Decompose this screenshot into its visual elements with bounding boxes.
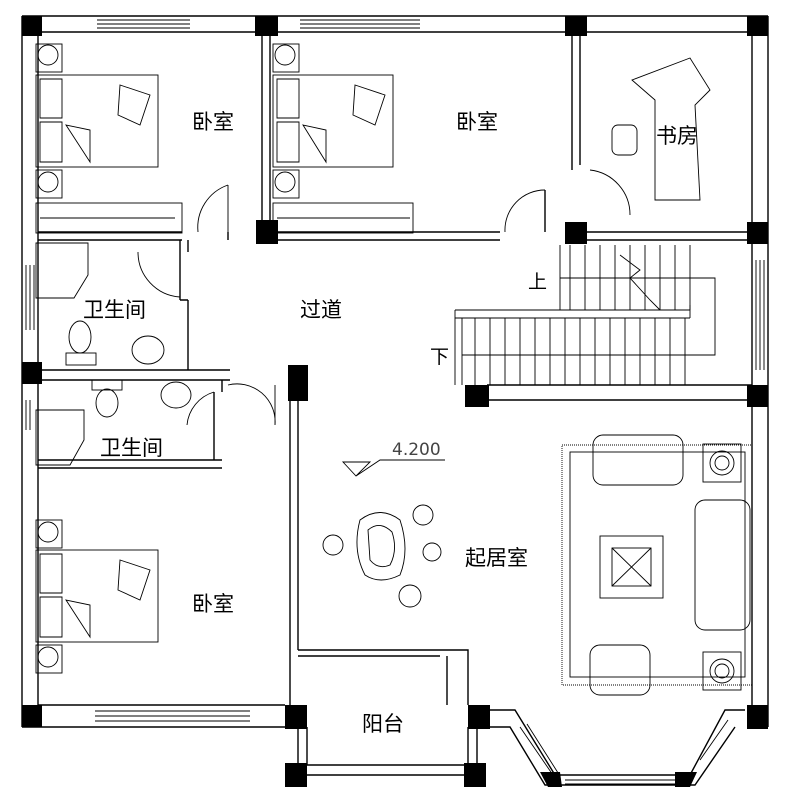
bathroom-fixtures <box>35 242 192 466</box>
staircase[interactable] <box>454 245 716 385</box>
room-label-bedroom-3: 卧室 <box>192 592 234 616</box>
room-label-balcony: 阳台 <box>362 712 404 736</box>
room-label-bathroom-2: 卫生间 <box>100 436 163 460</box>
room-label-bedroom-1: 卧室 <box>192 110 234 134</box>
room-label-bedroom-2: 卧室 <box>456 110 498 134</box>
doors <box>137 169 631 426</box>
structural-columns <box>22 16 768 787</box>
bed-1 <box>35 43 183 234</box>
sofa-set <box>561 434 753 696</box>
exterior-walls <box>21 15 769 728</box>
room-label-bathroom-1: 卫生间 <box>83 298 146 322</box>
interior-walls <box>38 32 752 786</box>
bed-3 <box>35 519 159 674</box>
rockery-decoration <box>322 504 442 608</box>
stair-down-label: 下 <box>430 346 450 368</box>
bed-2 <box>272 43 414 234</box>
elevation-marker <box>341 459 445 477</box>
stair-up-label: 上 <box>528 271 548 293</box>
room-label-living-room: 起居室 <box>465 546 528 570</box>
elevation-label: 4.200 <box>392 440 441 460</box>
study-desk <box>611 57 711 201</box>
room-label-study: 书房 <box>656 124 698 148</box>
room-label-corridor: 过道 <box>300 298 342 322</box>
